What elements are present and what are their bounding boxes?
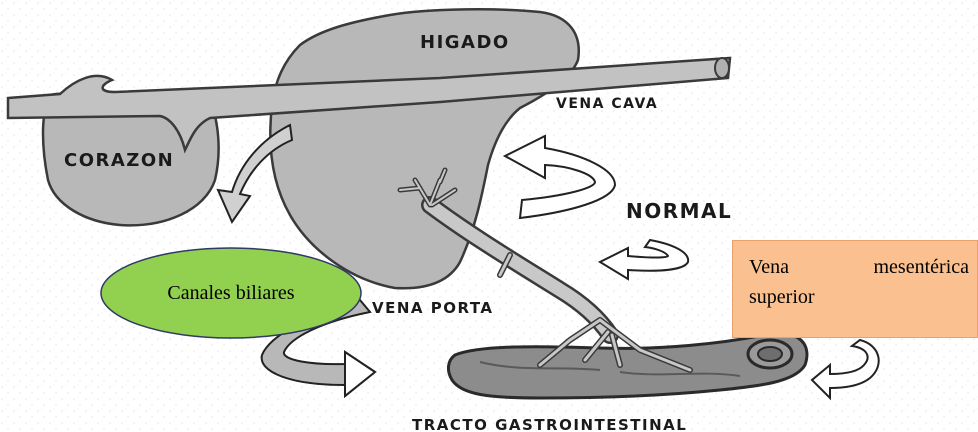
label-higado: HIGADO (420, 32, 510, 53)
vena-mesenterica-line: Vena mesentérica (749, 252, 969, 282)
canales-biliares-label: Canales biliares (100, 247, 362, 339)
vena-word: Vena (749, 252, 789, 282)
label-vena-cava: VENA CAVA (556, 96, 658, 112)
intestine-lumen (758, 347, 782, 361)
label-tracto-gastrointestinal: TRACTO GASTROINTESTINAL (412, 416, 687, 432)
label-vena-porta: VENA PORTA (372, 299, 494, 317)
vena-mesenterica-callout: Vena mesentérica superior (732, 240, 978, 338)
superior-word: superior (749, 282, 969, 312)
label-corazon: CORAZON (64, 150, 174, 171)
vena-cava-opening (715, 58, 729, 78)
mesenterica-word: mesentérica (874, 252, 970, 282)
label-normal: NORMAL (626, 199, 732, 223)
